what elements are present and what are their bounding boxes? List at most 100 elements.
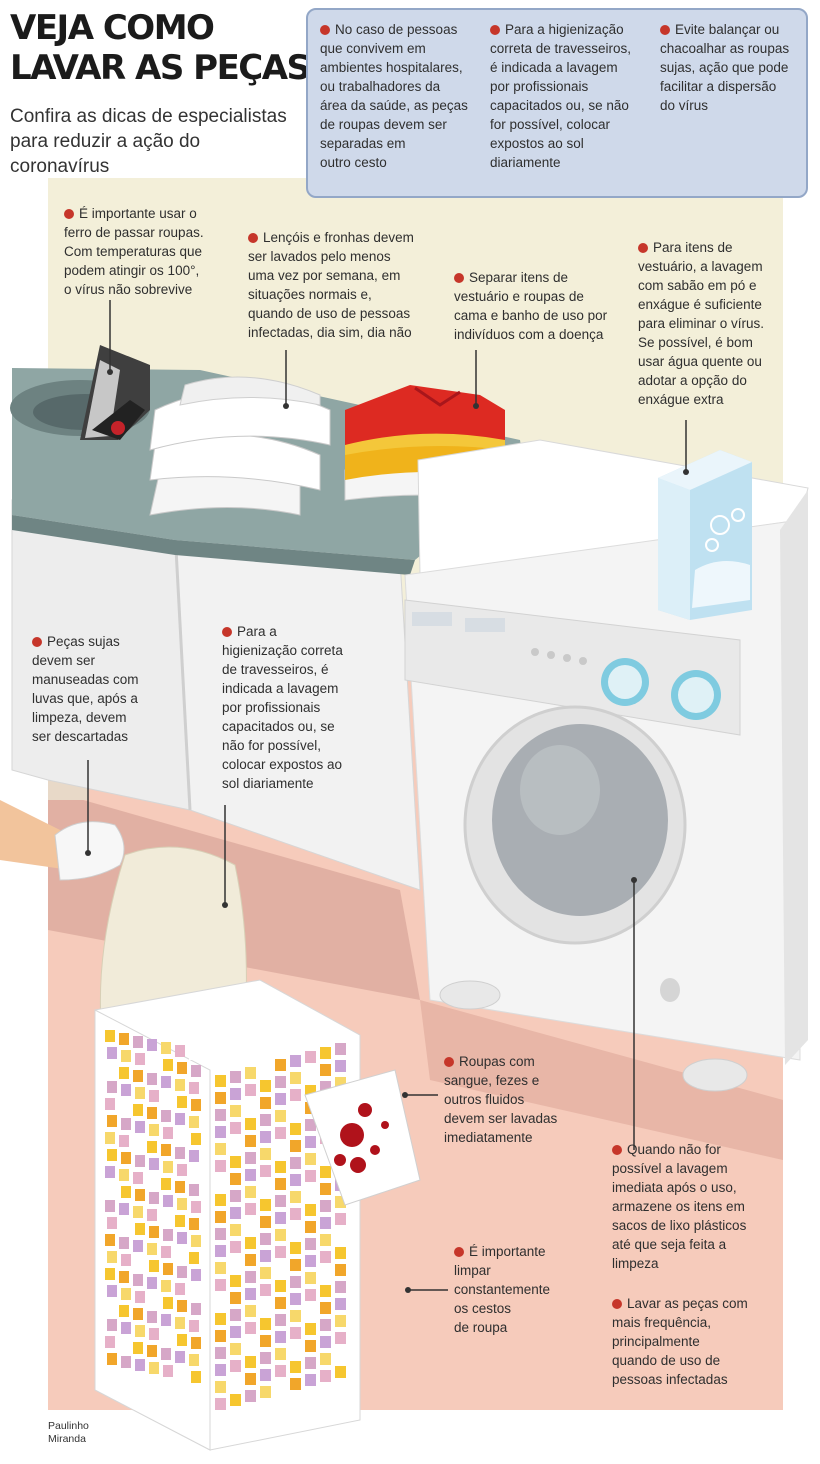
tip-line-text: situações normais e, [248, 287, 372, 302]
basket-cell [305, 1306, 316, 1318]
tip-line-text: por profissionais [222, 700, 321, 715]
basket-cell [245, 1203, 256, 1215]
basket-cell [147, 1243, 157, 1255]
tip-line: limpar [454, 1261, 584, 1280]
tip-line: constantemente [454, 1280, 584, 1299]
basket-cell [320, 1370, 331, 1382]
basket-cell [245, 1118, 256, 1130]
basket-cell [105, 1098, 115, 1110]
basket-cell [121, 1288, 131, 1300]
tip-line-text: ser descartadas [32, 729, 129, 744]
basket-cell [245, 1305, 256, 1317]
basket-cell [147, 1345, 157, 1357]
basket-cell [161, 1212, 171, 1224]
basket-cell [119, 1169, 129, 1181]
tip-line-text: limpar [454, 1263, 491, 1278]
basket-cell [107, 1217, 117, 1229]
basket-cell [135, 1325, 145, 1337]
basket-cell [275, 1195, 286, 1207]
basket-cell [135, 1053, 145, 1065]
page-title-line: LAVAR AS PEÇAS [10, 48, 311, 88]
tip-line-text: principalmente [612, 1334, 700, 1349]
tip-line-text: podem atingir os 100°, [64, 263, 200, 278]
tip-line: Evite balançar ou [660, 20, 800, 39]
basket-cell [121, 1152, 131, 1164]
tip-line: os cestos [454, 1299, 584, 1318]
basket-cell [163, 1297, 173, 1309]
basket-cell [335, 1196, 346, 1208]
basket-cell [320, 1319, 331, 1331]
tip-line-text: de travesseiros, é [222, 662, 329, 677]
tip-line-text: Peças sujas [47, 634, 120, 649]
basket-cell [245, 1220, 256, 1232]
basket-cell [133, 1342, 143, 1354]
tip-line-text: de roupas devem ser [320, 117, 447, 132]
basket-cell [245, 1356, 256, 1368]
tip-line: principalmente [612, 1332, 772, 1351]
page-subtitle: Confira as dicas de especialistas para r… [10, 104, 300, 179]
basket-cell [320, 1217, 331, 1229]
bullet-dot-icon [222, 627, 232, 637]
tip-line-text: facilitar a dispersão [660, 79, 777, 94]
basket-cell [133, 1172, 143, 1184]
counter-edge [12, 515, 415, 575]
tip-line: facilitar a dispersão [660, 77, 800, 96]
basket-cell [290, 1055, 301, 1067]
basket-cell [149, 1192, 159, 1204]
basket-cell [119, 1271, 129, 1283]
tip-line: luvas que, após a [32, 689, 162, 708]
basket-cell [290, 1174, 301, 1186]
basket-cell [163, 1195, 173, 1207]
basket-cell [119, 1237, 129, 1249]
basket-cell [305, 1323, 316, 1335]
basket-cell [215, 1245, 226, 1257]
tip-line-text: É importante usar o [79, 206, 197, 221]
tip-line: imediata após o uso, [612, 1178, 772, 1197]
tip-line-text: for possível, colocar [490, 117, 611, 132]
tip-line: não for possível, [222, 736, 372, 755]
tip-line-text: ou trabalhadores da [320, 79, 441, 94]
basket-cell [177, 1096, 187, 1108]
basket-cell [191, 1337, 201, 1349]
basket-cell [335, 1315, 346, 1327]
basket-cell [119, 1101, 129, 1113]
basket-cell [135, 1223, 145, 1235]
basket-cell [147, 1039, 157, 1051]
tip-line-text: do vírus [660, 98, 709, 113]
tip-line-text: é indicada a lavagem [490, 60, 618, 75]
basket-cell [215, 1398, 226, 1410]
basket-cell [215, 1092, 226, 1104]
basket-cell [335, 1213, 346, 1225]
basket-cell [177, 1334, 187, 1346]
basket-cell [275, 1127, 286, 1139]
basket-cell [149, 1294, 159, 1306]
basket-cell [305, 1085, 316, 1097]
tip-line-text: colocar expostos ao [222, 757, 343, 772]
basket-cell [290, 1361, 301, 1373]
basket-cell [290, 1327, 301, 1339]
basket-cell [119, 1339, 129, 1351]
basket-cell [133, 1104, 143, 1116]
tip-line-text: luvas que, após a [32, 691, 138, 706]
basket-cell [245, 1067, 256, 1079]
basket-cell [105, 1234, 115, 1246]
tip-line: usar água quente ou [638, 352, 788, 371]
basket-cell [135, 1291, 145, 1303]
basket-cell [175, 1351, 185, 1363]
basket-cell [305, 1221, 316, 1233]
tip-line: ser descartadas [32, 727, 162, 746]
basket-cell [275, 1178, 286, 1190]
basket-cell [119, 1203, 129, 1215]
tip-line: higienização correta [222, 641, 372, 660]
basket-cell [119, 1135, 129, 1147]
basket-cell [320, 1234, 331, 1246]
basket-cell [149, 1260, 159, 1272]
tip-line: que convivem em [320, 39, 480, 58]
tip-line: Com temperaturas que [64, 242, 224, 261]
tip-line: de travesseiros, é [222, 660, 372, 679]
tip-line: limpeza, devem [32, 708, 162, 727]
basket-cell [305, 1051, 316, 1063]
